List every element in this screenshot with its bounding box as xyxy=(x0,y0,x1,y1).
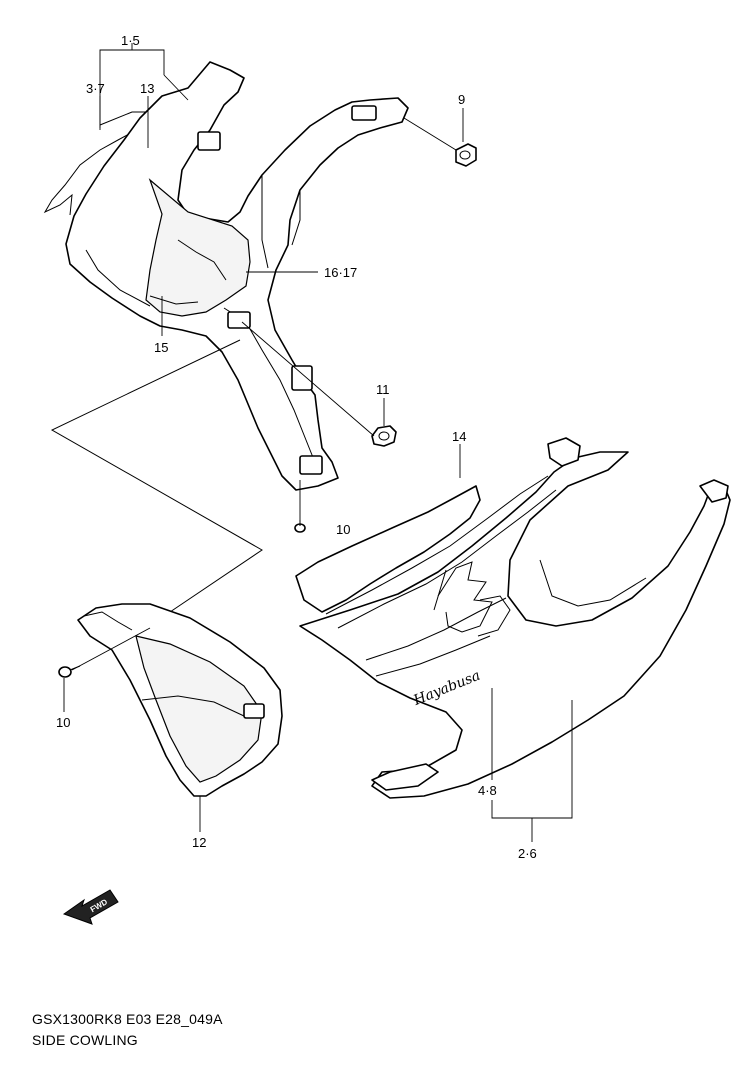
callout-1-5[interactable]: 1·5 xyxy=(121,33,140,48)
lower-cover-part-12[interactable] xyxy=(77,603,283,797)
side-cowling-part-2-6[interactable] xyxy=(299,437,731,799)
callout-4-8[interactable]: 4·8 xyxy=(478,783,497,798)
grommet-part-11[interactable] xyxy=(371,425,397,447)
callout-13[interactable]: 13 xyxy=(140,81,154,96)
callout-11[interactable]: 11 xyxy=(376,382,390,397)
side-cowling-part-14[interactable] xyxy=(295,485,481,613)
callout-10-upper[interactable]: 10 xyxy=(336,522,350,537)
callout-2-6[interactable]: 2·6 xyxy=(518,846,537,861)
callout-12[interactable]: 12 xyxy=(192,835,206,850)
drawing-code: GSX1300RK8 E03 E28_049A xyxy=(32,1011,223,1027)
callout-16-17[interactable]: 16·17 xyxy=(324,265,357,280)
reference-outline xyxy=(50,339,263,613)
callout-15[interactable]: 15 xyxy=(154,340,168,355)
callout-14[interactable]: 14 xyxy=(452,429,466,444)
callout-10-lower[interactable]: 10 xyxy=(56,715,70,730)
inner-cowling-assembly[interactable] xyxy=(43,61,409,491)
nut-part-9[interactable] xyxy=(455,143,477,167)
screw-part-10-upper[interactable] xyxy=(294,520,306,533)
fwd-arrow-icon: FWD xyxy=(62,889,119,925)
leader-lines xyxy=(63,43,573,842)
callout-9[interactable]: 9 xyxy=(458,92,465,107)
callout-3-7[interactable]: 3·7 xyxy=(86,81,105,96)
diagram-title: SIDE COWLING xyxy=(32,1032,138,1048)
